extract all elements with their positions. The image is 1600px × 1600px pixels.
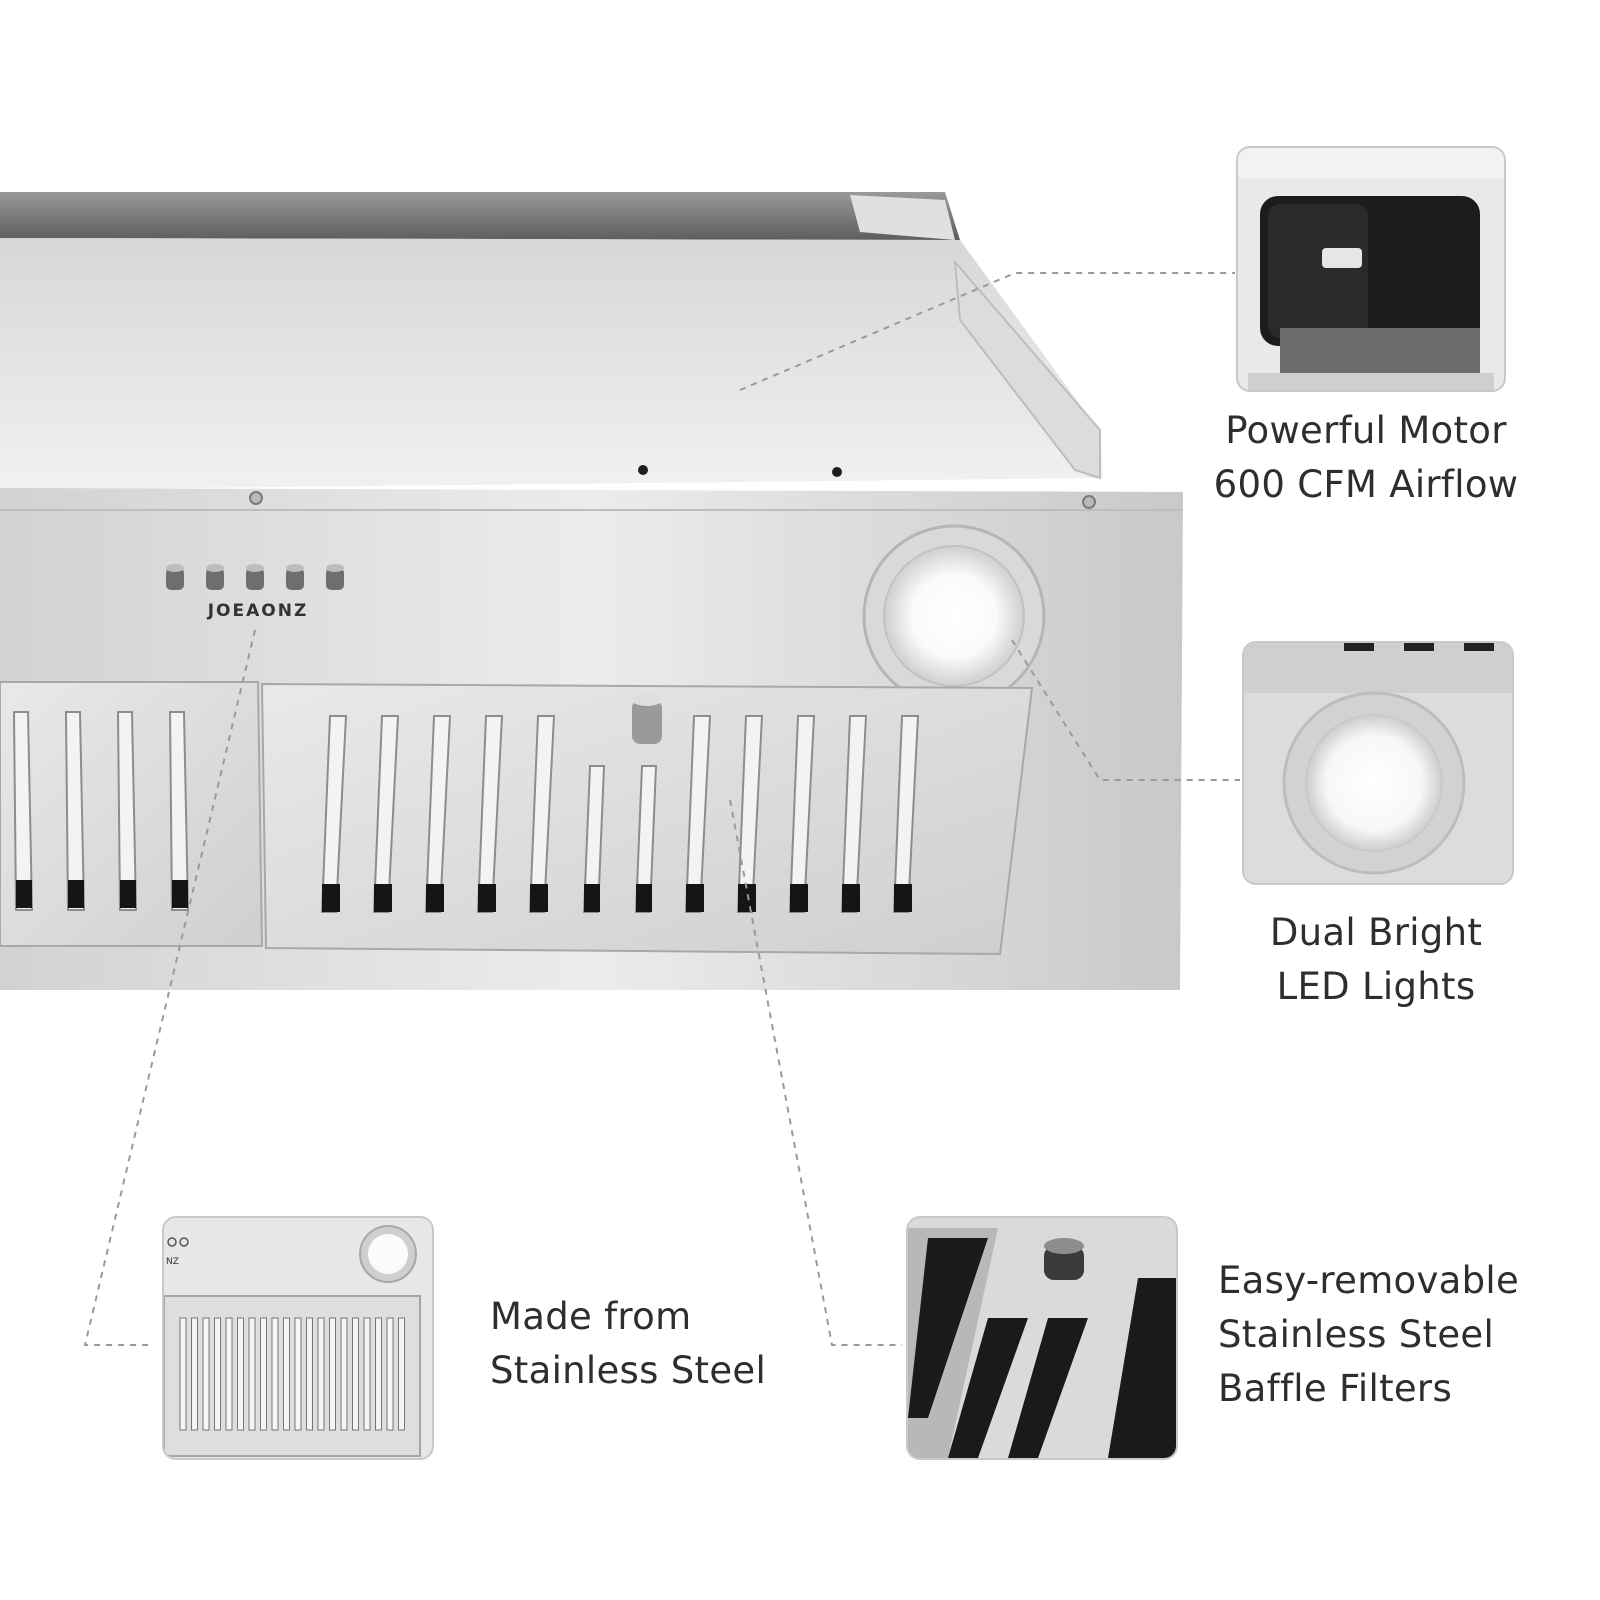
filter-slot bbox=[68, 880, 84, 908]
filter-slot bbox=[894, 884, 912, 912]
filter-slot bbox=[16, 880, 32, 908]
filters-thumbnail bbox=[906, 1216, 1178, 1460]
filter-slot bbox=[686, 884, 704, 912]
material-callout-line1: Made from bbox=[490, 1295, 692, 1338]
lights-thumbnail bbox=[1242, 641, 1514, 885]
filter-slot bbox=[530, 884, 548, 912]
filter-slot bbox=[120, 880, 136, 908]
leader-lines bbox=[83, 272, 1240, 1346]
filter-slot bbox=[584, 884, 600, 912]
control-button bbox=[246, 564, 264, 590]
control-button bbox=[166, 564, 184, 590]
filter-slot bbox=[478, 884, 496, 912]
thumbnail-slat bbox=[363, 1317, 371, 1431]
filters-callout-line2: Stainless Steel bbox=[1218, 1313, 1495, 1356]
motor-callout-line1: Powerful Motor bbox=[1225, 409, 1507, 452]
thumbnail-brand-fragment: NZ bbox=[166, 1257, 179, 1267]
thumbnail-slat bbox=[294, 1317, 302, 1431]
thumbnail-slat bbox=[191, 1317, 198, 1431]
filters-callout-line3: Baffle Filters bbox=[1218, 1367, 1453, 1410]
thumbnail-slat bbox=[340, 1317, 348, 1431]
filter-slot bbox=[636, 884, 652, 912]
thumbnail-slats bbox=[179, 1317, 405, 1431]
thumbnail-slat bbox=[260, 1317, 267, 1431]
material-leader bbox=[83, 629, 256, 1346]
thumbnail-slat bbox=[248, 1317, 256, 1431]
filter-slat bbox=[12, 711, 34, 911]
led-light-icon bbox=[1244, 643, 1512, 875]
thumbnail-slat bbox=[306, 1317, 313, 1431]
material-callout-line2: Stainless Steel bbox=[490, 1349, 767, 1392]
filter-slot bbox=[322, 884, 340, 912]
control-buttons bbox=[166, 564, 344, 590]
material-thumbnail: NZ bbox=[162, 1216, 434, 1460]
motor-thumbnail bbox=[1236, 146, 1506, 392]
hood-front-icon: NZ bbox=[164, 1225, 421, 1457]
control-button bbox=[326, 564, 344, 590]
motor-callout-line2: 600 CFM Airflow bbox=[1213, 463, 1519, 506]
thumbnail-slat bbox=[214, 1317, 221, 1431]
thumbnail-slat bbox=[352, 1317, 359, 1431]
filter-slot bbox=[790, 884, 808, 912]
thumbnail-slat bbox=[202, 1317, 210, 1431]
thumbnail-slat bbox=[375, 1317, 382, 1431]
filter-slot bbox=[426, 884, 444, 912]
hood-top-surface bbox=[0, 238, 1103, 490]
hood-led-light bbox=[862, 524, 1046, 708]
thumbnail-slat bbox=[398, 1317, 405, 1431]
filter-slot bbox=[172, 880, 188, 908]
filter-slot bbox=[374, 884, 392, 912]
thumbnail-slat bbox=[317, 1317, 325, 1431]
lights-callout-line1: Dual Bright bbox=[1269, 911, 1483, 954]
filters-callout-line1: Easy-removable bbox=[1218, 1259, 1520, 1302]
thumbnail-slat bbox=[179, 1317, 187, 1431]
filter-slot bbox=[738, 884, 756, 912]
motor-icon bbox=[1238, 148, 1504, 390]
material-callout: Made from Stainless Steel bbox=[490, 1290, 850, 1398]
filter-slats bbox=[12, 711, 920, 913]
thumbnail-slat bbox=[271, 1317, 279, 1431]
filter-slat bbox=[64, 711, 86, 911]
thumbnail-slat bbox=[329, 1317, 336, 1431]
filter-slat bbox=[168, 711, 190, 911]
baffle-filter-icon bbox=[908, 1218, 1176, 1458]
filters-leader bbox=[729, 799, 902, 1346]
filter-slat bbox=[116, 711, 138, 911]
thumbnail-slat bbox=[386, 1317, 394, 1431]
hood-top-rim bbox=[0, 192, 960, 240]
lights-callout: Dual Bright LED Lights bbox=[1216, 906, 1536, 1014]
filter-slot bbox=[842, 884, 860, 912]
lights-callout-line2: LED Lights bbox=[1276, 965, 1476, 1008]
thumbnail-slat bbox=[283, 1317, 290, 1431]
motor-callout: Powerful Motor 600 CFM Airflow bbox=[1206, 404, 1526, 512]
motor-leader bbox=[739, 272, 1235, 391]
thumbnail-slat bbox=[225, 1317, 233, 1431]
brand-label: JOEAONZ bbox=[207, 601, 309, 621]
control-button bbox=[286, 564, 304, 590]
filters-callout: Easy-removable Stainless Steel Baffle Fi… bbox=[1218, 1254, 1578, 1416]
thumbnail-slat bbox=[237, 1317, 244, 1431]
control-button bbox=[206, 564, 224, 590]
